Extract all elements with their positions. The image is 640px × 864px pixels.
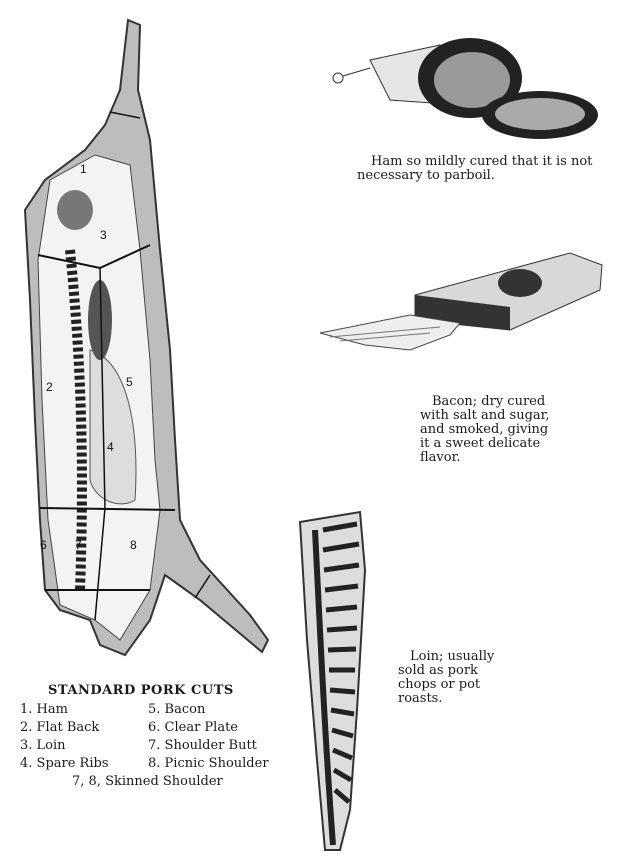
cut-number-4: 4 <box>107 440 114 454</box>
cut-number-5: 5 <box>126 375 133 389</box>
legend-item: 3. Loin <box>20 738 66 753</box>
cut-number-2: 2 <box>46 380 53 394</box>
legend-item: 2. Flat Back <box>20 720 100 735</box>
bacon-illustration <box>320 252 603 351</box>
ham-caption-line: necessary to parboil. <box>357 168 495 183</box>
legend-item: 5. Bacon <box>148 702 206 717</box>
ham-caption-line: Ham so mildly cured that it is not <box>371 154 593 169</box>
ham-illustration <box>332 38 598 139</box>
ham-caption: Ham so mildly cured that it is not neces… <box>357 155 592 183</box>
cut-number-3: 3 <box>100 228 107 242</box>
bacon-caption: Bacon; dry cured with salt and sugar, an… <box>420 395 550 465</box>
cut-number-1: 1 <box>80 162 87 176</box>
legend-item: 6. Clear Plate <box>148 720 239 735</box>
loin-caption-line: sold as pork <box>398 663 478 678</box>
bacon-caption-line: with salt and sugar, <box>420 408 550 423</box>
pork-carcass-diagram <box>23 18 270 657</box>
cut-number-7: 7 <box>75 538 82 552</box>
bacon-caption-line: and smoked, giving <box>420 422 549 437</box>
legend-left-column: 1. Ham 2. Flat Back 3. Loin 4. Spare Rib… <box>20 701 109 773</box>
legend-footer: 7, 8, Skinned Shoulder <box>72 774 223 789</box>
legend-item: 4. Spare Ribs <box>20 756 109 771</box>
bacon-caption-line: it a sweet delicate <box>420 436 541 451</box>
legend-title: STANDARD PORK CUTS <box>48 683 234 698</box>
legend-item: 8. Picnic Shoulder <box>148 756 269 771</box>
loin-caption-line: chops or pot <box>398 677 481 692</box>
loin-caption-line: roasts. <box>398 691 443 706</box>
legend-right-column: 5. Bacon 6. Clear Plate 7. Shoulder Butt… <box>148 701 269 773</box>
loin-caption: Loin; usually sold as pork chops or pot … <box>398 650 494 706</box>
bacon-caption-line: Bacon; dry cured <box>432 394 546 409</box>
loin-caption-line: Loin; usually <box>410 649 495 664</box>
loin-illustration <box>298 510 367 851</box>
bacon-caption-line: flavor. <box>420 450 461 465</box>
legend-item: 1. Ham <box>20 702 68 717</box>
cut-number-8: 8 <box>130 538 137 552</box>
cut-number-6: 6 <box>40 538 47 552</box>
legend-item: 7. Shoulder Butt <box>148 738 257 753</box>
